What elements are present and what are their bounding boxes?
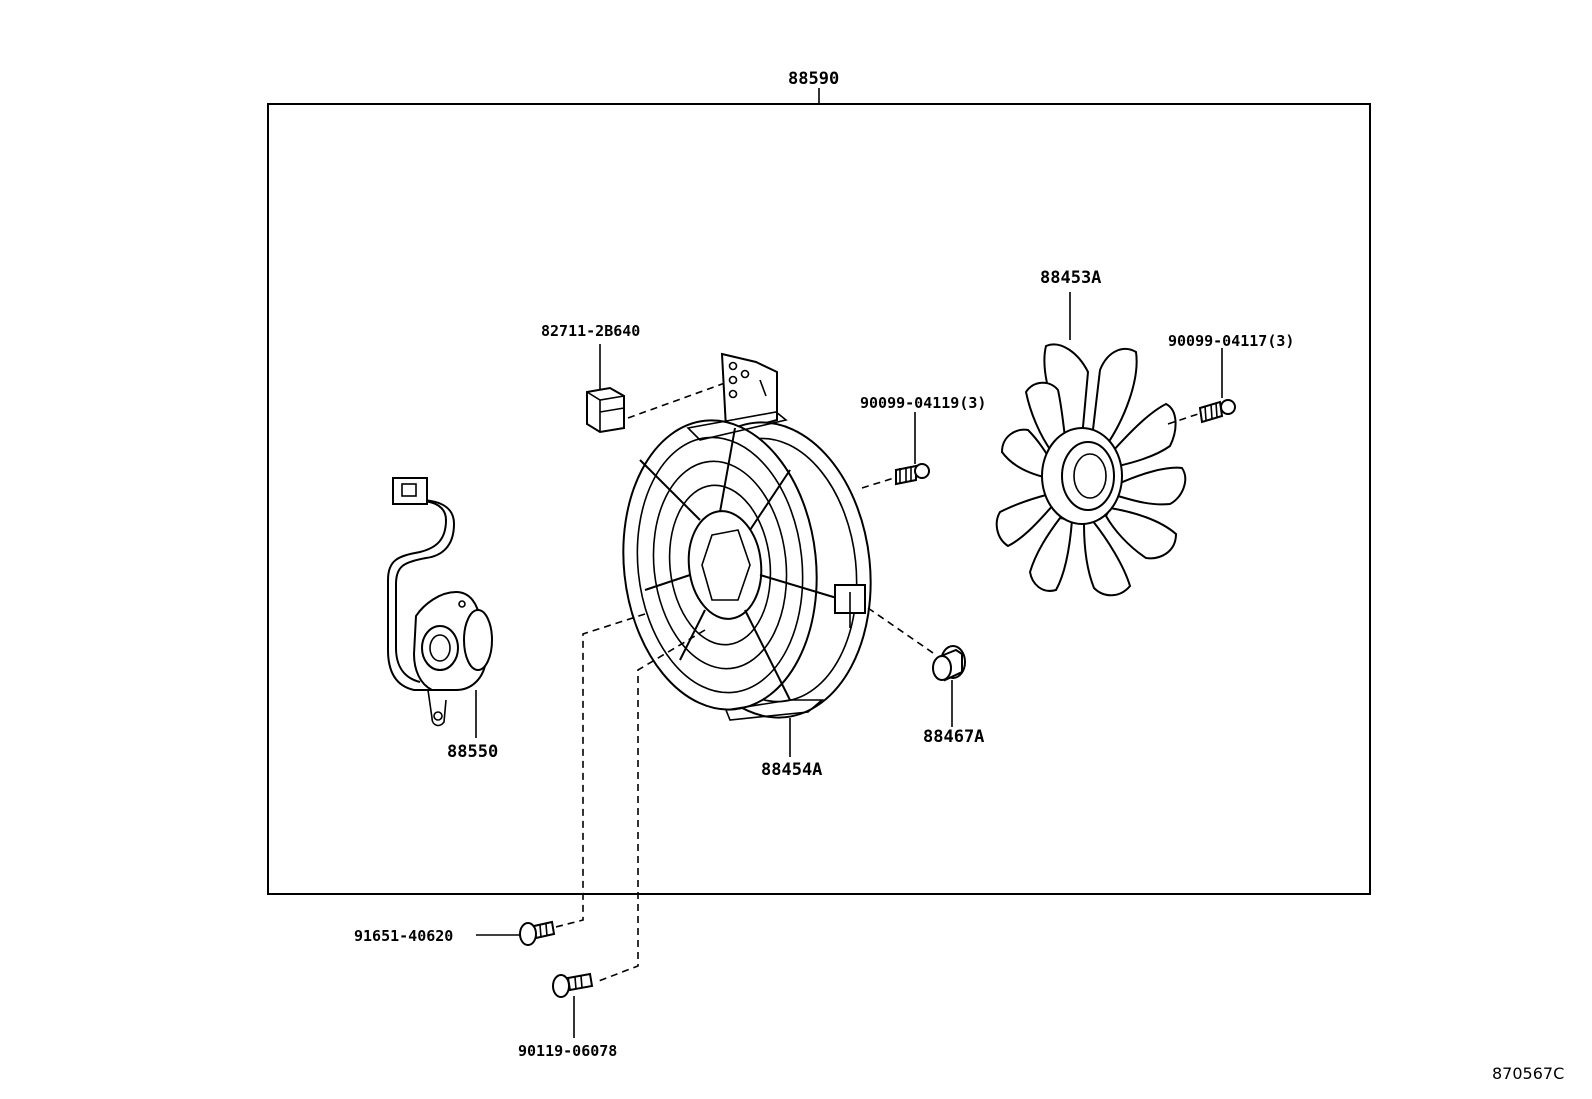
fan-part-label[interactable]: 88453A	[1040, 268, 1101, 288]
drawing-ref: 870567C	[1492, 1064, 1564, 1083]
screw-fan-part[interactable]	[1198, 399, 1236, 424]
shroud-part-label[interactable]: 88454A	[761, 760, 822, 780]
grommet-part[interactable]	[932, 645, 966, 682]
clip-dash	[627, 382, 726, 419]
clip-part-label[interactable]: 82711-2B640	[541, 322, 640, 340]
motor-part-label[interactable]: 88550	[447, 742, 498, 762]
bolt-lower-label[interactable]: 91651-40620	[354, 927, 453, 945]
bolt-bottom-part[interactable]	[552, 972, 594, 998]
screw-shroud-label[interactable]: 90099-04119(3)	[860, 394, 986, 412]
screw-fan-label[interactable]: 90099-04117(3)	[1168, 332, 1294, 350]
screw-shroud-part[interactable]	[895, 463, 930, 486]
bolt-bottom-label[interactable]: 90119-06078	[518, 1042, 617, 1060]
grommet-part-label[interactable]: 88467A	[923, 727, 984, 747]
fan-blade-part[interactable]	[995, 343, 1187, 597]
screw-fan-dash	[1167, 413, 1199, 425]
bolt-lower-part[interactable]	[519, 920, 556, 946]
screw-shroud-dash	[861, 477, 895, 489]
clip-part[interactable]	[586, 386, 625, 434]
grommet-dash	[867, 607, 937, 656]
bolt-bottom-dash	[595, 629, 706, 983]
bolt-lower-dash	[551, 613, 646, 929]
assembly-part-label[interactable]: 88590	[788, 69, 839, 89]
motor-part[interactable]	[387, 477, 493, 727]
fan-shroud-part[interactable]	[609, 352, 885, 728]
